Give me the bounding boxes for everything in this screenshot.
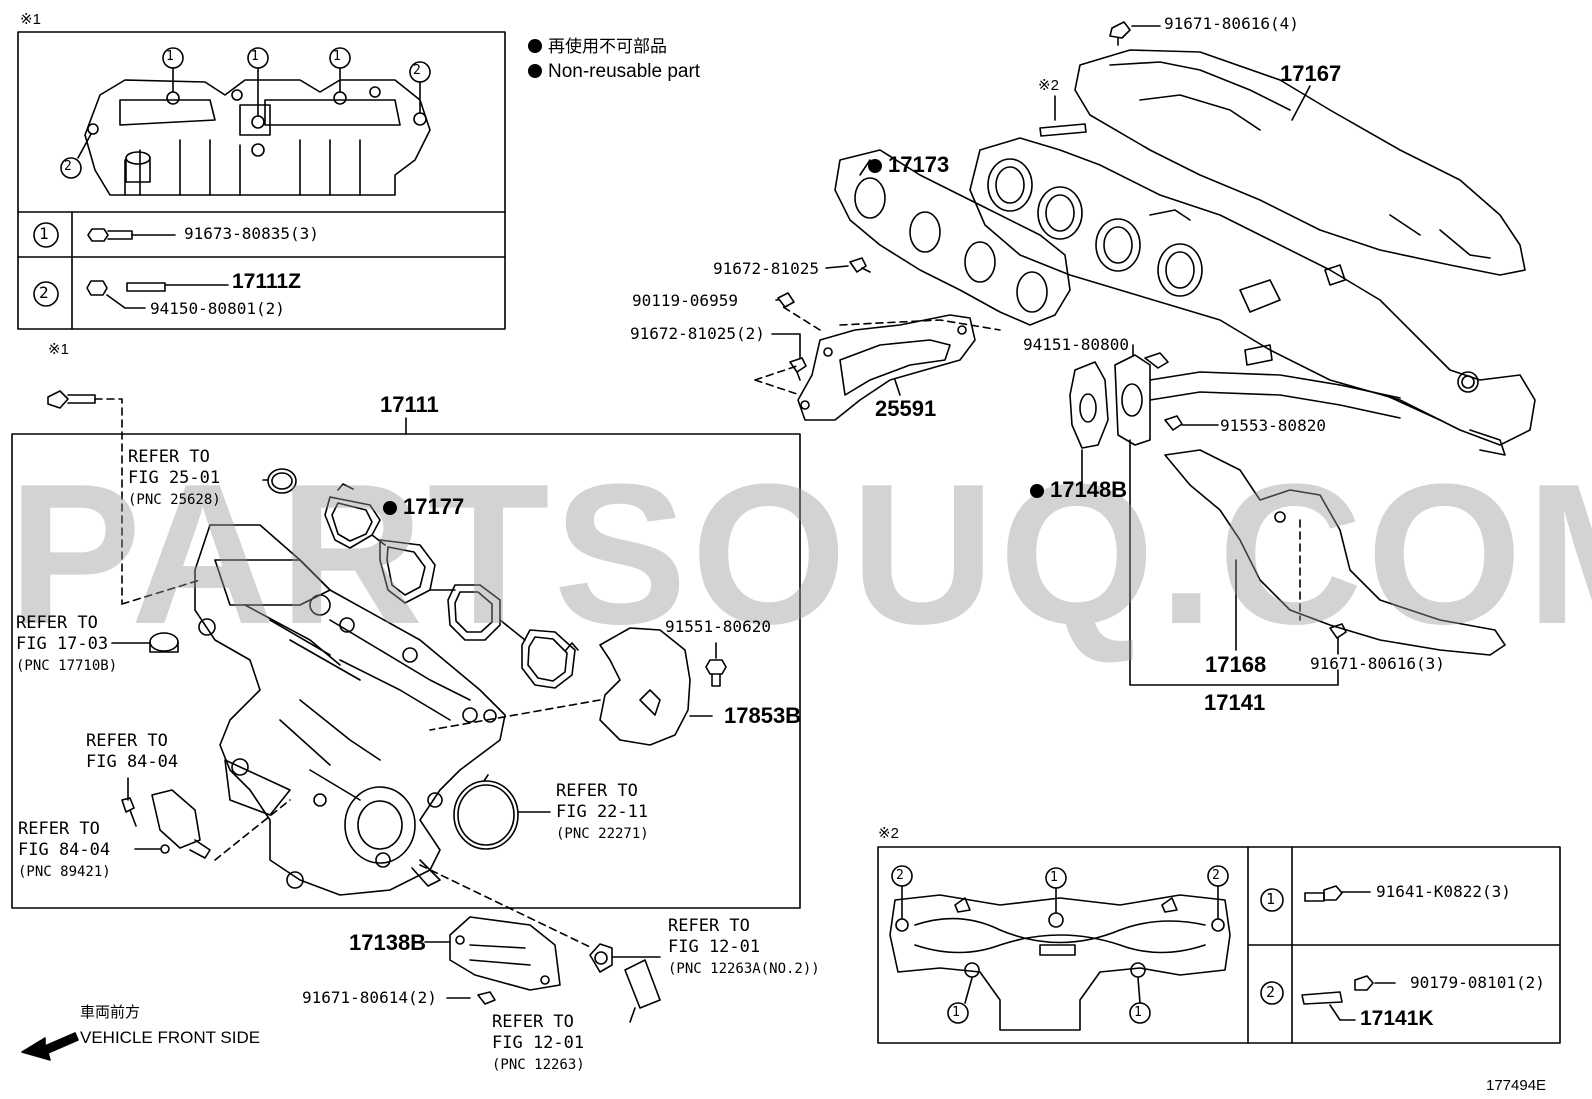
part-91553-80820[interactable]: 91553-80820 [1220,416,1326,435]
diagram-id: 177494E [1486,1077,1547,1094]
part-94151-80800[interactable]: 94151-80800 [1023,335,1129,354]
callout-2: 2 [64,159,72,174]
callout-1: 1 [251,49,259,64]
non-reusable-dot-icon [528,64,542,78]
callout-1: 1 [166,49,174,64]
part-17111[interactable]: 17111 [380,392,439,417]
note1-marker: ※1 [48,341,69,358]
part-91672-81025-2[interactable]: 91672-81025(2) [630,324,765,343]
part-17173[interactable]: 17173 [868,154,949,176]
non-reusable-dot-icon [383,501,397,515]
note2-marker: ※2 [1038,77,1059,94]
detail1-row2-idx: 2 [39,283,49,302]
part-17141K[interactable]: 17141K [1360,1007,1434,1030]
part-17177[interactable]: 17177 [383,496,464,518]
part-25591[interactable]: 25591 [875,396,937,421]
part-17148B[interactable]: 17148B [1030,479,1127,501]
callout-1: 1 [1134,1005,1142,1020]
callout-2: 2 [1212,868,1220,883]
callout-2: 2 [896,868,904,883]
part-91672-81025[interactable]: 91672-81025 [713,259,819,278]
part-17141[interactable]: 17141 [1204,690,1266,715]
part-91673-80835[interactable]: 91673-80835(3) [184,224,319,243]
part-17853B[interactable]: 17853B [724,703,802,728]
part-94150-80801[interactable]: 94150-80801(2) [150,299,285,318]
part-17168[interactable]: 17168 [1205,652,1267,677]
legend-en: Non-reusable part [528,62,700,81]
non-reusable-dot-icon [1030,484,1044,498]
callout-1: 1 [1050,870,1058,885]
detail1-marker: ※1 [20,11,41,28]
detail2-row1-idx: 1 [1266,890,1276,908]
part-90119-06959[interactable]: 90119-06959 [632,291,738,310]
part-17138B[interactable]: 17138B [349,930,427,955]
callout-1: 1 [333,49,341,64]
detail1-box [17,31,506,330]
part-91641-K0822[interactable]: 91641-K0822(3) [1376,882,1511,901]
front-side-jp: 車両前方 [80,1004,141,1021]
part-91671-80614[interactable]: 91671-80614(2) [302,988,437,1007]
part-17111Z[interactable]: 17111Z [232,270,301,293]
callout-1: 1 [952,1005,960,1020]
non-reusable-dot-icon [868,159,882,173]
legend-jp: 再使用不可部品 [528,38,667,55]
front-side-en: VEHICLE FRONT SIDE [80,1028,261,1047]
part-91671-80616-3[interactable]: 91671-80616(3) [1310,654,1445,673]
part-91551-80620[interactable]: 91551-80620 [665,617,771,636]
callout-2: 2 [413,63,421,78]
detail2-marker: ※2 [878,825,899,842]
part-90179-08101[interactable]: 90179-08101(2) [1410,973,1545,992]
non-reusable-dot-icon [528,39,542,53]
detail1-row1-idx: 1 [39,224,49,243]
part-17167[interactable]: 17167 [1280,61,1342,86]
part-91671-80616-4[interactable]: 91671-80616(4) [1164,14,1299,33]
detail2-row2-idx: 2 [1266,983,1276,1001]
